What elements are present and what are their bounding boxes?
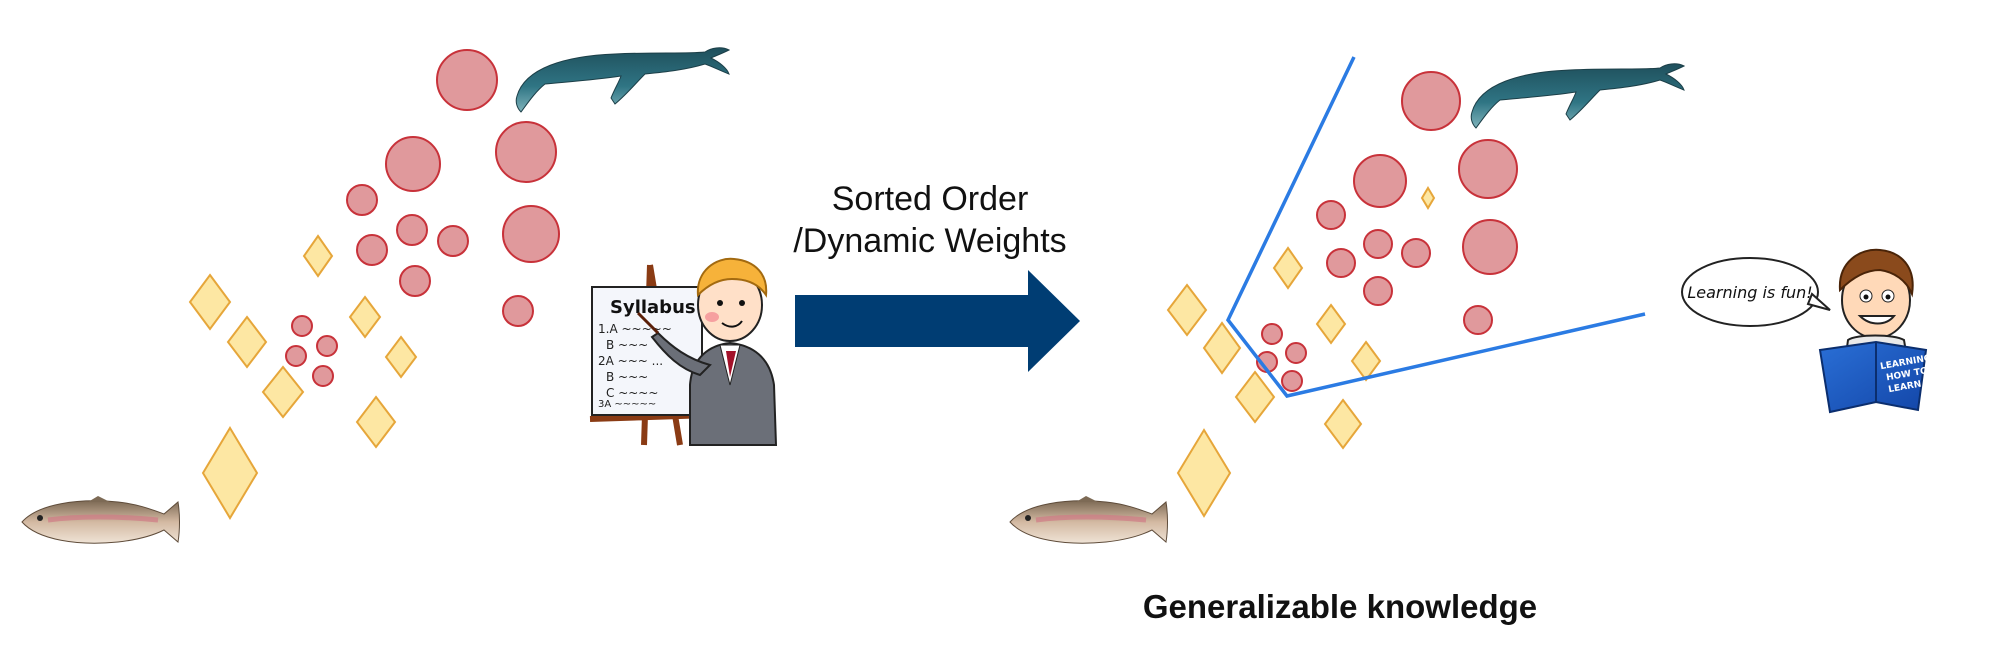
svg-text:1.A ~~~~~: 1.A ~~~~~ [598, 322, 672, 336]
circle [356, 234, 388, 266]
circle [1326, 248, 1356, 278]
circle [1261, 323, 1283, 345]
circle [396, 214, 428, 246]
diamond [302, 234, 334, 278]
diamond [1323, 398, 1363, 450]
arrow-label-line2: /Dynamic Weights [793, 222, 1067, 260]
whale-icon [515, 47, 731, 113]
left-circles [285, 49, 560, 387]
circle [1353, 154, 1407, 208]
circle [312, 365, 334, 387]
trout-icon [21, 496, 180, 544]
diamond [1166, 283, 1208, 337]
circle [316, 335, 338, 357]
circle [346, 184, 378, 216]
circle [1281, 370, 1303, 392]
circle [495, 121, 557, 183]
diamond [384, 335, 418, 379]
svg-text:3A ~~~~~: 3A ~~~~~ [598, 399, 656, 410]
circle [502, 205, 560, 263]
diamond [201, 426, 259, 520]
diamond [1350, 340, 1382, 382]
diamond [1234, 370, 1276, 424]
whale-icon [1470, 63, 1686, 129]
circle [1462, 219, 1518, 275]
right-circles [1256, 71, 1518, 392]
learner-icon: Learning is fun! LEARNING HOW TO LEARN [1681, 248, 1932, 414]
diamond [226, 315, 268, 369]
svg-text:Syllabus: Syllabus [610, 297, 696, 318]
diamond [261, 365, 305, 419]
speech-text: Learning is fun! [1687, 283, 1812, 302]
circle [399, 265, 431, 297]
circle [502, 295, 534, 327]
diamond [1202, 321, 1242, 375]
decision-boundary [1225, 56, 1646, 398]
circle [1285, 342, 1307, 364]
teacher-icon: Syllabus 1.A ~~~~~ B ~~~ 2A ~~~ ... B ~~… [589, 257, 778, 446]
svg-text:C ~~~~: C ~~~~ [606, 386, 658, 400]
svg-text:B ~~~: B ~~~ [606, 370, 648, 384]
circle [437, 225, 469, 257]
diamond [188, 273, 232, 331]
left-scatter [188, 49, 560, 520]
trout-icon [1009, 496, 1168, 544]
right-diamonds [1166, 186, 1436, 518]
svg-text:B ~~~: B ~~~ [606, 338, 648, 352]
diamond [355, 395, 397, 449]
diamond [1272, 246, 1304, 290]
circle [1401, 238, 1431, 268]
svg-text:2A ~~~ ...: 2A ~~~ ... [598, 354, 663, 368]
circle [385, 136, 441, 192]
arrow-label-line1: Sorted Order [831, 180, 1029, 218]
diamond [1420, 186, 1436, 210]
circle [291, 315, 313, 337]
diamond [348, 295, 382, 339]
right-scatter [1166, 56, 1646, 518]
circle [1463, 305, 1493, 335]
circle [1363, 276, 1393, 306]
circle [1316, 200, 1346, 230]
arrow-icon [795, 270, 1080, 372]
circle [285, 345, 307, 367]
circle [1401, 71, 1461, 131]
diamond [1315, 303, 1347, 345]
caption: Generalizable knowledge [1142, 588, 1538, 625]
circle [1363, 229, 1393, 259]
diamond [1176, 428, 1232, 518]
left-diamonds [188, 234, 418, 520]
circle [1458, 139, 1518, 199]
circle [436, 49, 498, 111]
